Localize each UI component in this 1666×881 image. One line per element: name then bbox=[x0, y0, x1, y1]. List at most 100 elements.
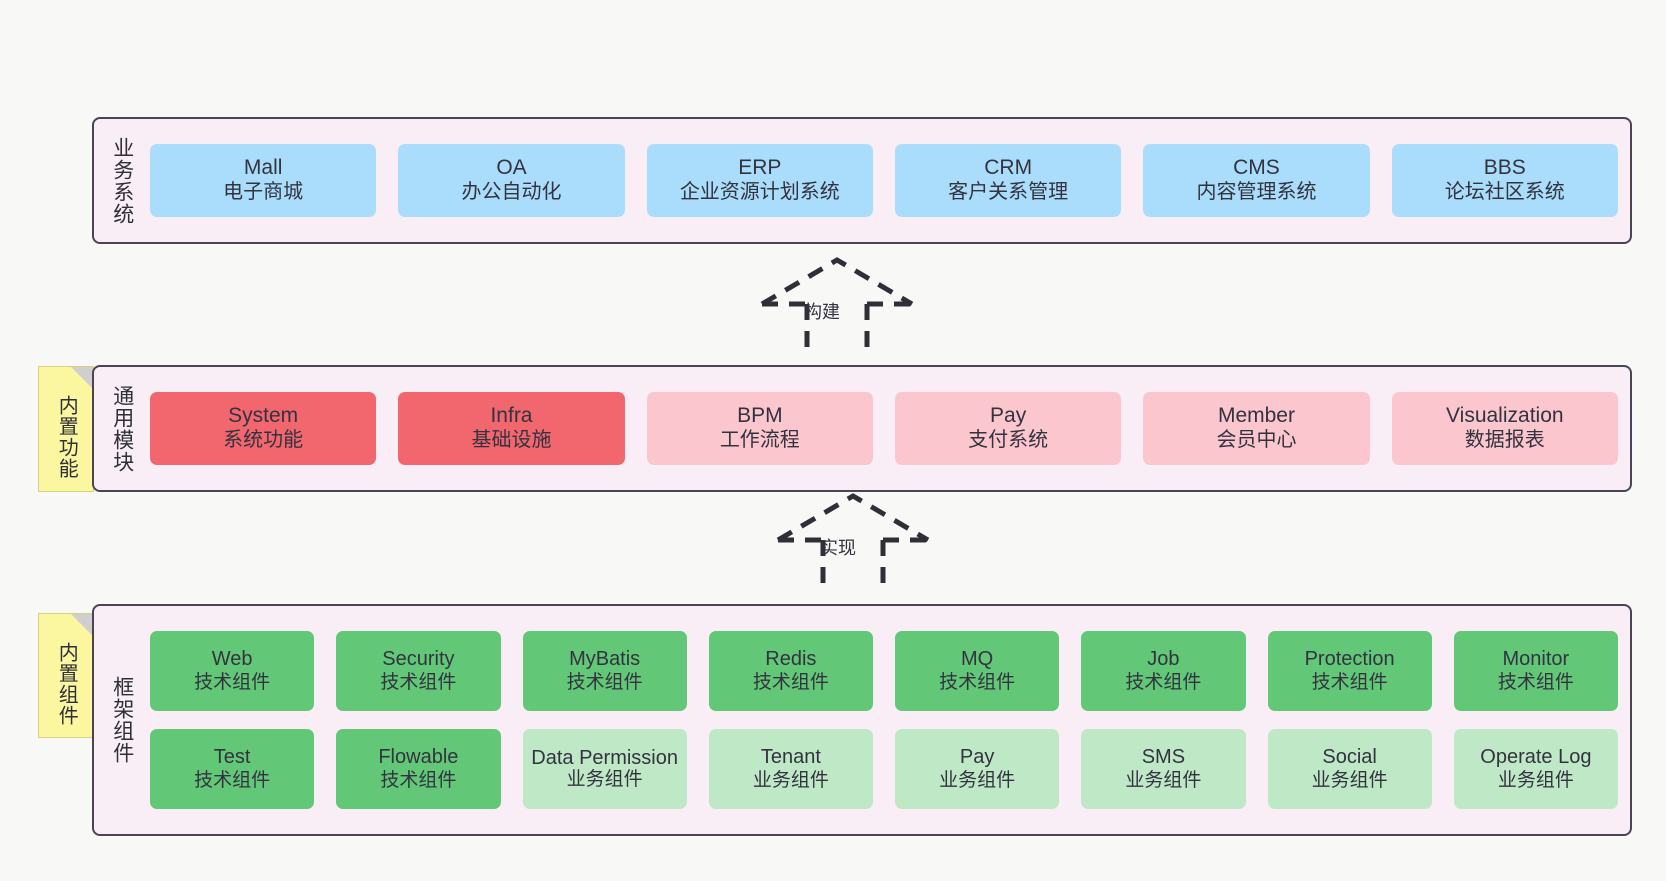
common-card-row: System 系统功能 Infra 基础设施 BPM 工作流程 Pay 支付系统… bbox=[150, 392, 1618, 465]
common-card-infra[interactable]: Infra 基础设施 bbox=[398, 392, 625, 465]
card-desc: 业务组件 bbox=[752, 769, 829, 791]
business-card-cms[interactable]: CMS 内容管理系统 bbox=[1143, 144, 1370, 217]
card-name: CRM bbox=[984, 156, 1033, 180]
card-name: Test bbox=[213, 746, 251, 768]
card-name: BPM bbox=[737, 404, 783, 428]
card-desc: 技术组件 bbox=[1497, 671, 1574, 693]
layer-framework-component: 框架组件 Web 技术组件 Security 技术组件 MyBatis 技术组件… bbox=[92, 604, 1632, 836]
business-card-crm[interactable]: CRM 客户关系管理 bbox=[894, 144, 1122, 217]
framework-tech-row: Web 技术组件 Security 技术组件 MyBatis 技术组件 Redi… bbox=[150, 631, 1618, 711]
card-desc: 数据报表 bbox=[1464, 429, 1545, 452]
note-builtin-features: 内置功能 bbox=[38, 366, 94, 492]
layer-common-module-title: 通用模块 bbox=[110, 384, 134, 473]
card-desc: 技术组件 bbox=[194, 671, 271, 693]
card-desc: 业务组件 bbox=[1311, 769, 1388, 791]
framework-card-operate-log[interactable]: Operate Log 业务组件 bbox=[1453, 729, 1618, 809]
card-desc: 业务组件 bbox=[566, 768, 643, 790]
common-card-pay[interactable]: Pay 支付系统 bbox=[894, 392, 1122, 465]
card-desc: 技术组件 bbox=[380, 769, 457, 791]
layer-common-module-body: System 系统功能 Infra 基础设施 BPM 工作流程 Pay 支付系统… bbox=[150, 367, 1630, 490]
card-name: Job bbox=[1147, 648, 1180, 670]
card-desc: 技术组件 bbox=[1125, 671, 1202, 693]
framework-biz-row: Test 技术组件 Flowable 技术组件 Data Permission … bbox=[150, 729, 1618, 809]
framework-card-data-permission[interactable]: Data Permission 业务组件 bbox=[522, 729, 687, 809]
card-name: OA bbox=[496, 156, 527, 180]
common-card-member[interactable]: Member 会员中心 bbox=[1143, 392, 1370, 465]
card-name: Member bbox=[1217, 404, 1295, 428]
business-card-row: Mall 电子商城 OA 办公自动化 ERP 企业资源计划系统 CRM 客户关系… bbox=[150, 144, 1618, 217]
framework-card-sms[interactable]: SMS 业务组件 bbox=[1081, 729, 1246, 809]
card-name: Mall bbox=[243, 156, 283, 180]
card-name: ERP bbox=[738, 156, 782, 180]
card-desc: 电子商城 bbox=[223, 181, 304, 204]
note-builtin-components: 内置组件 bbox=[38, 613, 94, 738]
card-name: Social bbox=[1322, 746, 1377, 768]
card-desc: 技术组件 bbox=[1311, 671, 1388, 693]
card-desc: 技术组件 bbox=[566, 671, 643, 693]
business-card-mall[interactable]: Mall 电子商城 bbox=[150, 144, 377, 217]
card-desc: 技术组件 bbox=[380, 671, 457, 693]
layer-business-system: 业务系统 Mall 电子商城 OA 办公自动化 ERP 企业资源计划系统 CRM… bbox=[92, 117, 1632, 244]
arrow-head-outline bbox=[760, 257, 914, 307]
common-card-bpm[interactable]: BPM 工作流程 bbox=[646, 392, 873, 465]
framework-card-job[interactable]: Job 技术组件 bbox=[1081, 631, 1246, 711]
business-card-bbs[interactable]: BBS 论坛社区系统 bbox=[1391, 144, 1618, 217]
card-desc: 技术组件 bbox=[939, 671, 1016, 693]
card-desc: 论坛社区系统 bbox=[1444, 181, 1565, 204]
note-builtin-features-label: 内置功能 bbox=[55, 395, 78, 479]
card-desc: 技术组件 bbox=[752, 671, 829, 693]
card-name: Pay bbox=[959, 746, 995, 768]
framework-card-mq[interactable]: MQ 技术组件 bbox=[895, 631, 1060, 711]
card-name: SMS bbox=[1141, 746, 1186, 768]
framework-card-mybatis[interactable]: MyBatis 技术组件 bbox=[522, 631, 687, 711]
card-desc: 系统功能 bbox=[223, 429, 304, 452]
card-desc: 内容管理系统 bbox=[1196, 181, 1317, 204]
note-builtin-components-label: 内置组件 bbox=[55, 641, 78, 726]
connector-build: 构建 bbox=[742, 256, 932, 356]
card-name: BBS bbox=[1483, 156, 1526, 180]
card-desc: 业务组件 bbox=[1497, 769, 1574, 791]
framework-card-web[interactable]: Web 技术组件 bbox=[150, 631, 315, 711]
framework-card-security[interactable]: Security 技术组件 bbox=[336, 631, 501, 711]
connector-implement: 实现 bbox=[758, 492, 948, 592]
connector-build-label: 构建 bbox=[804, 302, 840, 322]
framework-card-social[interactable]: Social 业务组件 bbox=[1267, 729, 1432, 809]
framework-card-test[interactable]: Test 技术组件 bbox=[150, 729, 315, 809]
card-name: Operate Log bbox=[1480, 746, 1592, 768]
connector-implement-label: 实现 bbox=[820, 538, 856, 558]
framework-card-protection[interactable]: Protection 技术组件 bbox=[1267, 631, 1432, 711]
arrow-head-outline bbox=[776, 493, 930, 543]
card-desc: 技术组件 bbox=[194, 769, 271, 791]
common-card-system[interactable]: System 系统功能 bbox=[150, 392, 377, 465]
card-desc: 办公自动化 bbox=[461, 181, 562, 204]
card-desc: 业务组件 bbox=[1125, 769, 1202, 791]
card-desc: 业务组件 bbox=[939, 769, 1016, 791]
framework-card-flowable[interactable]: Flowable 技术组件 bbox=[336, 729, 501, 809]
framework-card-monitor[interactable]: Monitor 技术组件 bbox=[1453, 631, 1618, 711]
card-name: Monitor bbox=[1502, 648, 1570, 670]
card-name: Web bbox=[211, 648, 253, 670]
business-card-oa[interactable]: OA 办公自动化 bbox=[398, 144, 625, 217]
card-name: Flowable bbox=[378, 746, 459, 768]
layer-framework-component-body: Web 技术组件 Security 技术组件 MyBatis 技术组件 Redi… bbox=[150, 606, 1630, 834]
card-desc: 企业资源计划系统 bbox=[679, 181, 840, 204]
common-card-visualization[interactable]: Visualization 数据报表 bbox=[1391, 392, 1618, 465]
framework-card-pay[interactable]: Pay 业务组件 bbox=[895, 729, 1060, 809]
layer-common-module: 通用模块 System 系统功能 Infra 基础设施 BPM 工作流程 Pay… bbox=[92, 365, 1632, 492]
card-name: MyBatis bbox=[569, 648, 641, 670]
layer-framework-component-title: 框架组件 bbox=[110, 676, 134, 764]
framework-card-tenant[interactable]: Tenant 业务组件 bbox=[708, 729, 873, 809]
card-name: Visualization bbox=[1446, 404, 1564, 428]
card-desc: 工作流程 bbox=[719, 429, 800, 452]
card-desc: 支付系统 bbox=[968, 429, 1049, 452]
card-name: Redis bbox=[765, 648, 817, 670]
business-card-erp[interactable]: ERP 企业资源计划系统 bbox=[646, 144, 873, 217]
card-name: Tenant bbox=[760, 746, 821, 768]
card-name: CMS bbox=[1233, 156, 1280, 180]
card-name: MQ bbox=[961, 648, 994, 670]
card-name: Security bbox=[382, 648, 455, 670]
layer-business-system-title: 业务系统 bbox=[110, 136, 134, 225]
card-desc: 基础设施 bbox=[471, 429, 552, 452]
framework-card-redis[interactable]: Redis 技术组件 bbox=[708, 631, 873, 711]
